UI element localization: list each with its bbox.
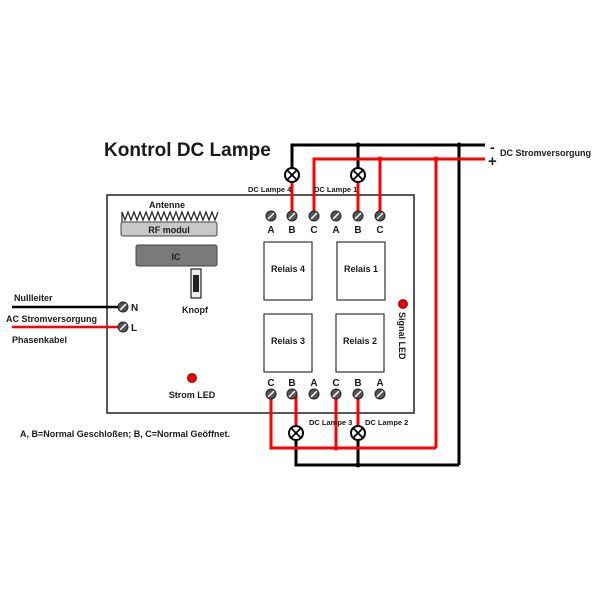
rf-module-label: RF modul [148,225,190,235]
lamp-label: DC Lampe 3 [309,418,352,427]
relay-3-label: Relais 3 [271,336,305,346]
button-icon[interactable] [191,269,201,298]
lamp-icon [289,426,303,440]
terminal-top-label: A [332,225,339,236]
relay-2: Relais 2 [336,314,384,372]
lamp-label: DC Lampe 4 [248,185,292,194]
relay-2-label: Relais 2 [343,336,377,346]
terminal-bottom-label: C [332,378,339,389]
relay-1-label: Relais 1 [344,264,378,274]
junction [378,157,383,162]
terminal-top-3 [331,211,341,221]
terminal-n-label: N [131,303,138,314]
terminal-bottom-3 [331,389,341,399]
relay-3: Relais 3 [264,314,312,372]
bottom-terminal-row: CBACBA [266,378,385,399]
terminal-bottom-label: C [267,378,274,389]
relay-1: Relais 1 [337,242,385,300]
top-terminal-row: ABCABC [266,211,385,236]
antenna-label: Antenne [149,200,185,210]
button-label: Knopf [182,305,209,315]
junction [356,463,361,468]
terminal-bottom-2 [309,389,319,399]
terminal-bottom-4 [353,389,363,399]
terminal-top-5 [375,211,385,221]
junction [457,143,462,148]
lamp-label: DC Lampe 1 [314,185,357,194]
signal-led-icon [399,300,408,309]
terminal-bottom-1 [287,389,297,399]
terminal-bottom-label: A [376,378,383,389]
lamp-label: DC Lampe 2 [365,418,408,427]
relay-4: Relais 4 [264,242,312,300]
terminal-top-0 [266,211,276,221]
terminal-top-label: A [267,225,274,236]
terminal-l [118,322,128,332]
ic-label: IC [172,252,182,262]
terminal-top-label: B [354,225,361,236]
neutral-label: Nullleiter [14,293,53,303]
terminal-bottom-0 [266,389,276,399]
terminal-bottom-label: B [288,378,295,389]
signal-led-label: Signal LED [397,312,407,360]
junction [334,446,339,451]
terminal-top-label: B [288,225,295,236]
power-led-label: Strom LED [169,390,216,400]
terminal-top-2 [309,211,319,221]
contact-note: A, B=Normal Geschloßen; B, C=Normal Geöf… [20,429,230,439]
power-led-icon [188,374,197,383]
dc-pos-symbol: + [488,153,497,170]
terminal-n [118,302,128,312]
terminal-top-label: C [310,225,317,236]
positive-wires [271,159,485,448]
junction [434,157,439,162]
terminal-bottom-label: B [354,378,361,389]
ac-supply-label: AC Stromversorgung [6,314,97,324]
diagram-title: Kontrol DC Lampe [104,140,271,161]
terminal-l-label: L [131,323,137,334]
relay-4-label: Relais 4 [271,264,305,274]
lamp-icon [351,426,365,440]
dc-supply-label: DC Stromversorgung [500,148,591,158]
terminal-bottom-label: A [310,378,317,389]
terminal-bottom-5 [375,389,385,399]
terminal-top-1 [287,211,297,221]
lamp-icon [351,168,365,182]
phase-label: Phasenkabel [12,335,67,345]
lamp-icon [285,168,299,182]
junction [356,143,361,148]
terminal-top-4 [353,211,363,221]
terminal-top-label: C [376,225,383,236]
